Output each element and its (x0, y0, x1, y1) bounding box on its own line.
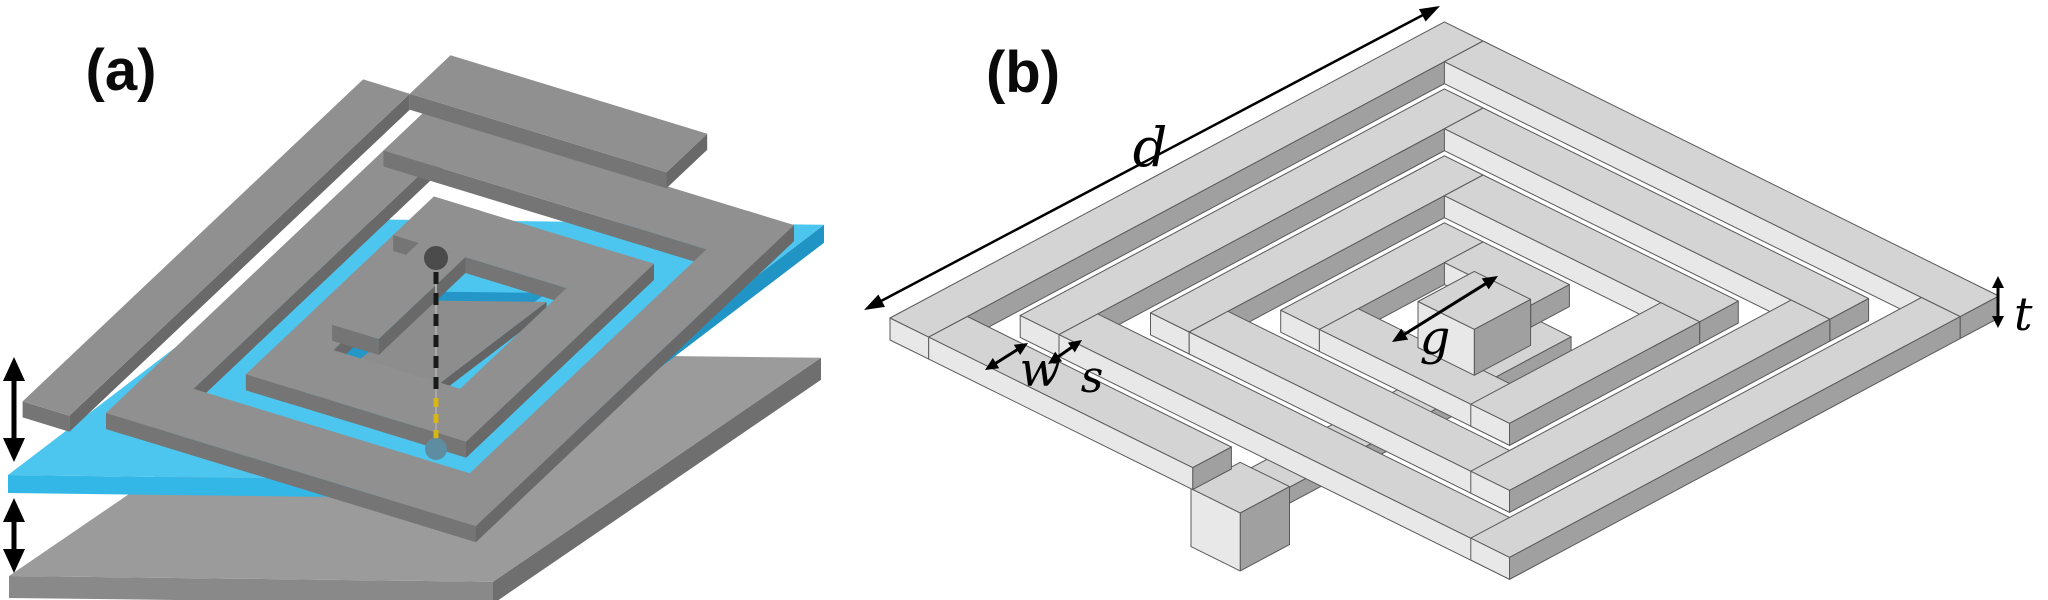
dim-t-label: t (2014, 287, 2033, 341)
via-connection (424, 246, 448, 460)
dim-s-label: s (1081, 352, 1104, 403)
port-block (1190, 461, 1290, 572)
feed-line (22, 55, 708, 432)
dim-w-label: w (1019, 342, 1060, 398)
dimension-arrows (864, 6, 2004, 370)
layer-gap-arrows (3, 357, 25, 573)
panel-b: (b) d w s g t (864, 6, 2033, 580)
panel-a: (a) (3, 38, 824, 600)
spiral-coil (106, 112, 794, 543)
panel-b-label: (b) (986, 40, 1060, 105)
panel-a-label: (a) (86, 38, 157, 103)
dim-d-label: d (1133, 116, 1168, 179)
dim-g-label: g (1420, 310, 1451, 366)
spiral-turns-outer (889, 21, 2000, 580)
center-via-block (1417, 270, 1532, 376)
